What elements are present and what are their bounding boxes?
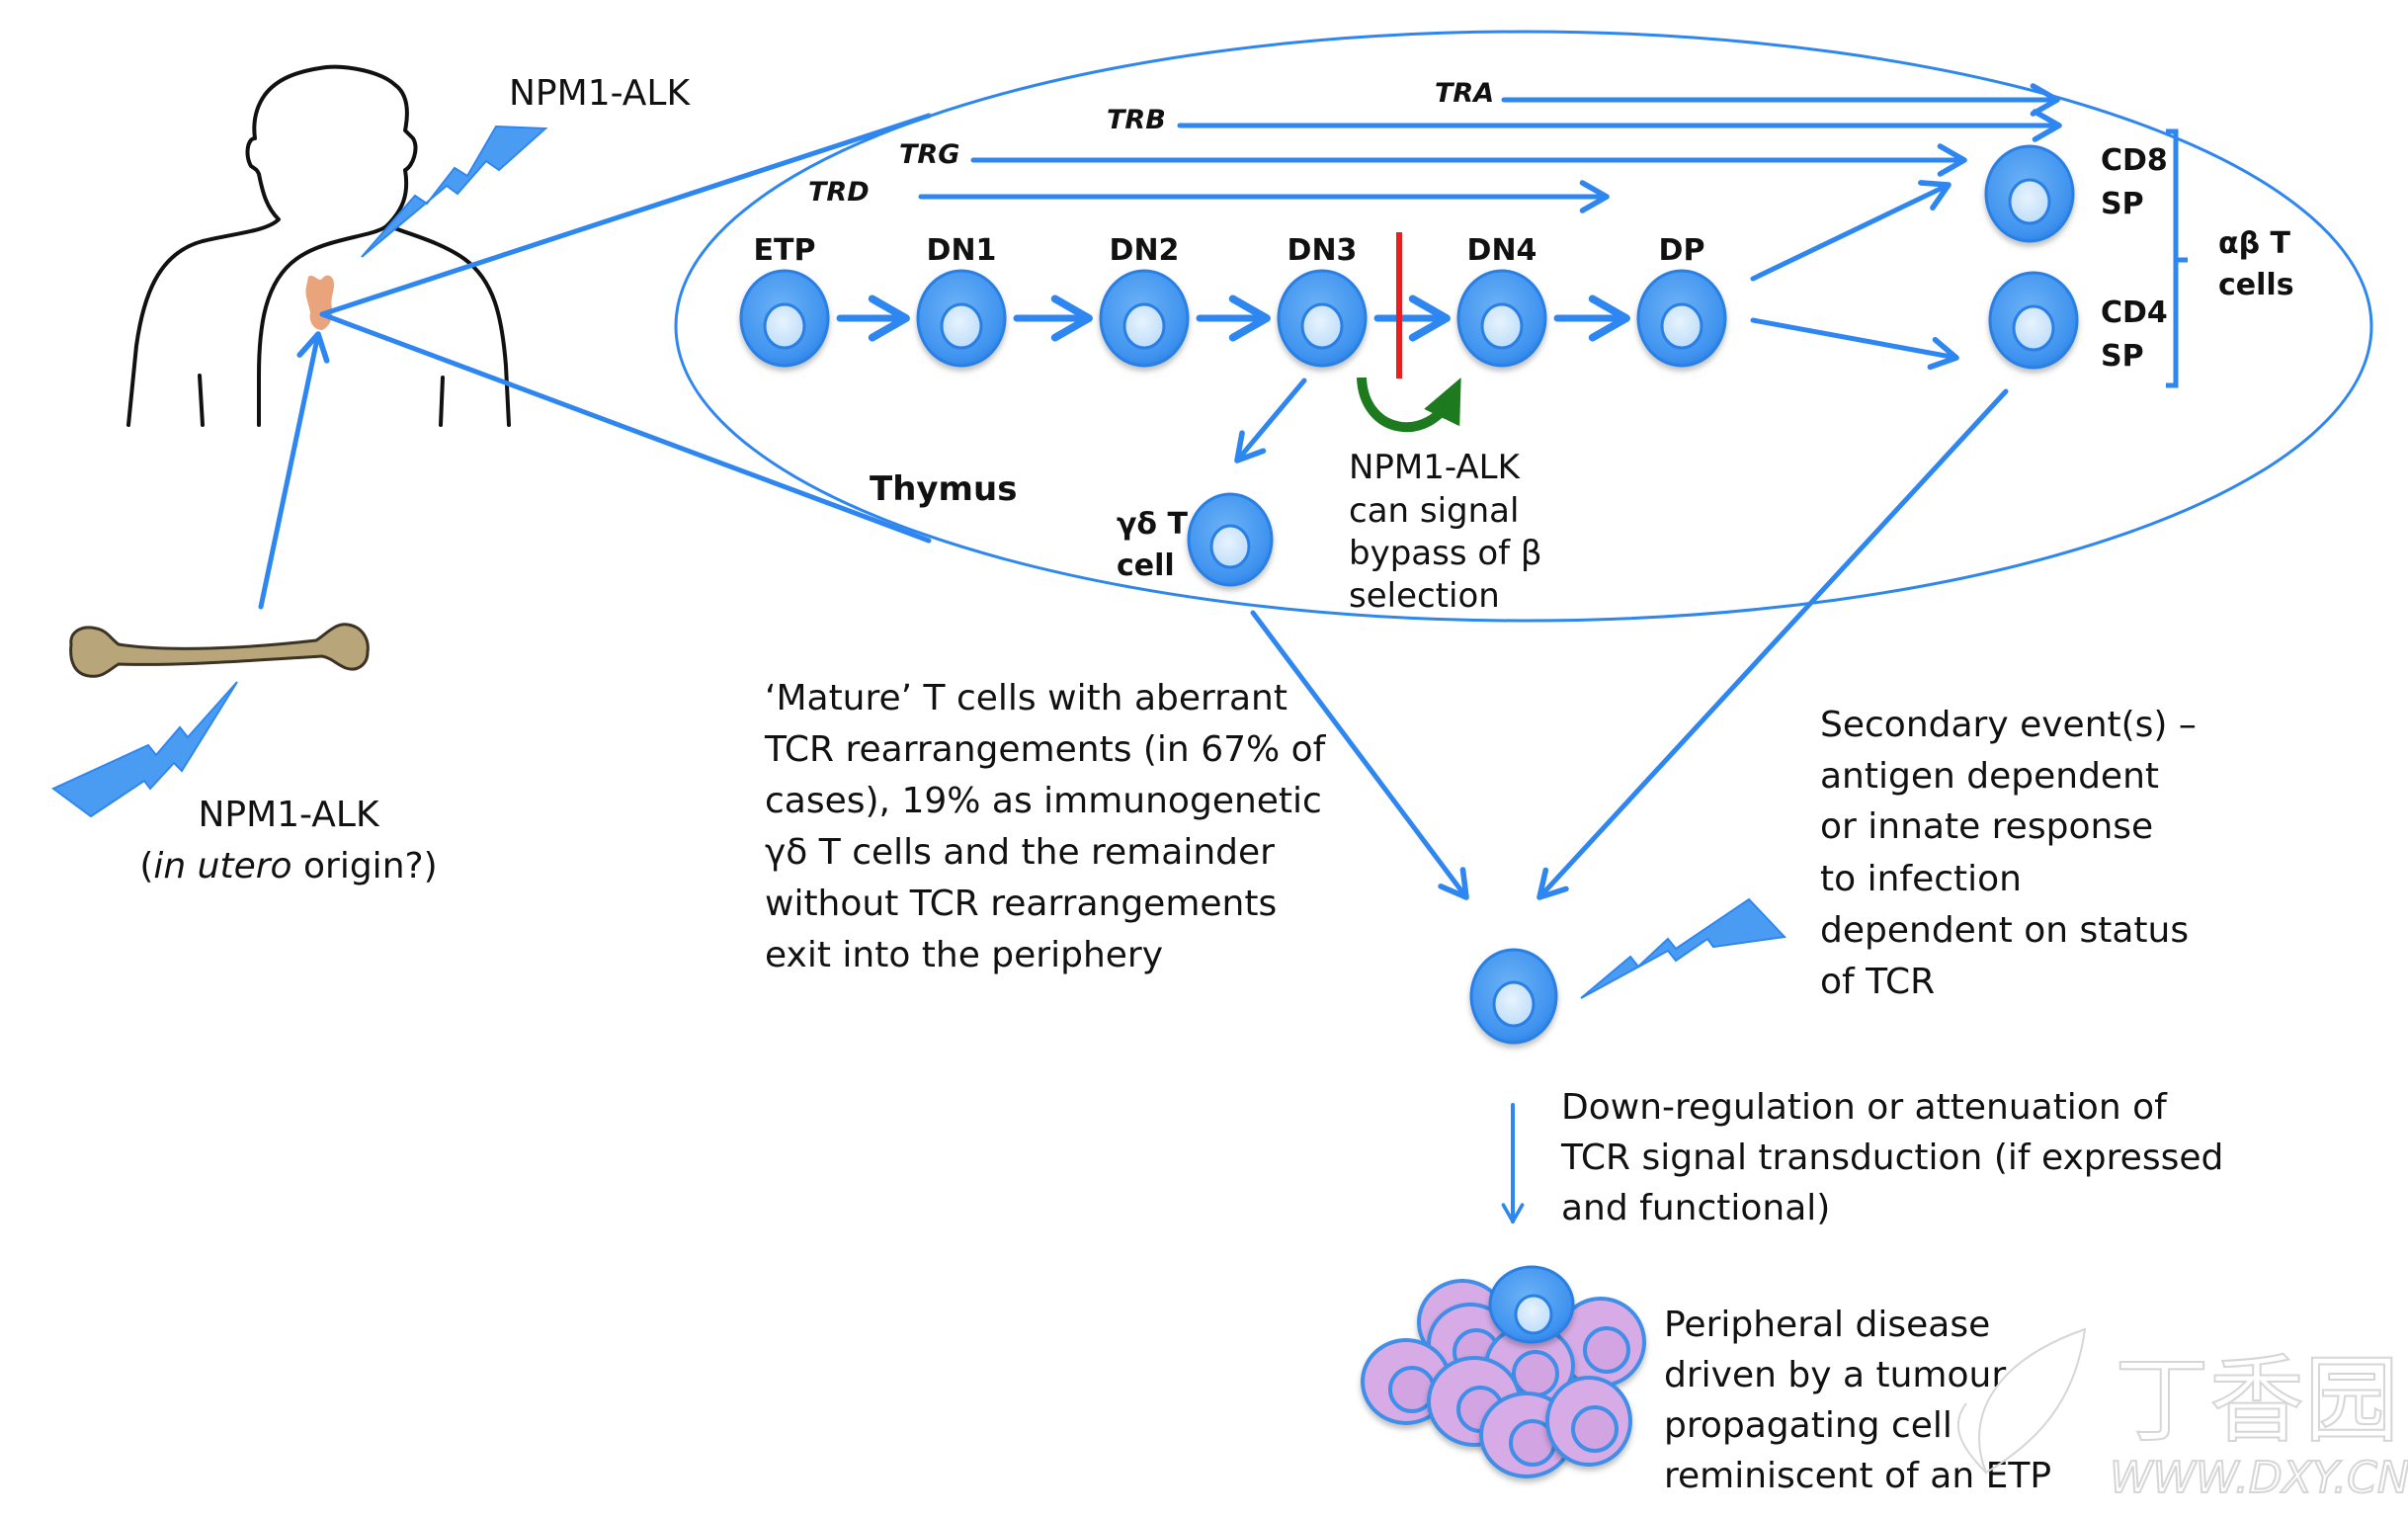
peripheral-disease-note: Peripheral disease driven by a tumour pr… — [1664, 1305, 2051, 1496]
ab-t-cells-label-line2: cells — [2218, 268, 2294, 302]
ab-t-cells-label-line1: αβ T — [2218, 226, 2291, 261]
stage-label-dn4: DN4 — [1467, 233, 1537, 268]
gd-cell-label-line2: cell — [1117, 548, 1175, 583]
stage-label-etp: ETP — [754, 233, 816, 268]
stage-cell-dp — [1636, 269, 1727, 368]
svg-text:to infection: to infection — [1820, 859, 2022, 899]
stage-cell-dn4 — [1456, 269, 1547, 368]
cd8-sp-cell — [1984, 144, 2075, 243]
svg-text:bypass of β: bypass of β — [1349, 534, 1542, 573]
gene-label-trd: TRD — [808, 177, 870, 208]
stage-cell-dn3 — [1277, 269, 1368, 368]
peripheral-t-cell — [1469, 948, 1558, 1045]
gene-label-trg: TRG — [899, 139, 959, 170]
svg-text:TCR signal transduction (if ex: TCR signal transduction (if expressed — [1560, 1138, 2223, 1178]
svg-text:without TCR rearrangements: without TCR rearrangements — [765, 884, 1277, 924]
tumour-propagating-cell — [1488, 1265, 1575, 1344]
bone-to-thymus-arrow — [258, 331, 330, 610]
svg-text:Peripheral disease: Peripheral disease — [1664, 1305, 1990, 1345]
svg-text:丁香园: 丁香园 — [2115, 1345, 2399, 1456]
cd8-label: CD8 — [2101, 143, 2168, 178]
gene-label-tra: TRA — [1435, 78, 1494, 109]
svg-text:reminiscent of an ETP: reminiscent of an ETP — [1664, 1456, 2051, 1496]
lightning-bolt-icon — [1580, 897, 1787, 999]
bypass-note: NPM1-ALK can signal bypass of β selectio… — [1349, 448, 1542, 616]
svg-text:Down-regulation or attenuation: Down-regulation or attenuation of — [1561, 1087, 2168, 1128]
thymus-label: Thymus — [870, 469, 1017, 509]
svg-text:can signal: can signal — [1349, 491, 1519, 531]
svg-text:‘Mature’ T cells with aberrant: ‘Mature’ T cells with aberrant — [765, 678, 1287, 718]
downregulation-note: Down-regulation or attenuation of TCR si… — [1560, 1087, 2223, 1228]
cd4-label: CD4 — [2101, 295, 2168, 330]
stage-cell-dn1 — [916, 269, 1007, 368]
gene-label-trb: TRB — [1107, 105, 1166, 135]
zoom-line-lower — [319, 311, 932, 544]
tumour-cell — [1555, 1297, 1646, 1388]
lightning-bolt-icon — [51, 681, 238, 818]
svg-text:NPM1-ALK: NPM1-ALK — [1349, 448, 1522, 487]
dp-to-cd4-arrow — [1750, 317, 1959, 371]
svg-text:Secondary event(s) –: Secondary event(s) – — [1820, 705, 2197, 745]
in-utero-origin-label: (in utero origin?) — [139, 846, 437, 886]
svg-text:propagating cell: propagating cell — [1664, 1405, 1952, 1446]
ab-t-cell-bracket — [2166, 128, 2188, 388]
secondary-events-note: Secondary event(s) – antigen dependent o… — [1820, 705, 2197, 1002]
svg-text:and functional): and functional) — [1561, 1188, 1830, 1228]
dp-to-cd8-arrow — [1750, 180, 1951, 282]
dn3-to-gd-arrow — [1234, 378, 1307, 464]
npm1-alk-top-label: NPM1-ALK — [509, 73, 691, 114]
thymus-ellipse — [674, 30, 2373, 623]
stage-label-dn1: DN1 — [927, 233, 997, 268]
svg-text:WWW.DXY.CN: WWW.DXY.CN — [2110, 1453, 2408, 1503]
watermark: 丁香园 WWW.DXY.CN — [1956, 1327, 2408, 1504]
bone-femur-icon — [69, 623, 370, 678]
gd-to-periphery-arrow — [1250, 610, 1469, 900]
bypass-arrow-icon — [1357, 377, 1461, 433]
gd-t-cell — [1187, 492, 1274, 587]
stage-cell-etp — [739, 269, 830, 368]
npm1-alk-bone-label: NPM1-ALK — [198, 795, 379, 835]
tumour-cell — [1545, 1376, 1632, 1467]
svg-text:dependent on status: dependent on status — [1820, 910, 2189, 951]
cd4-to-periphery-arrow — [1536, 388, 2009, 900]
stage-cell-dn2 — [1099, 269, 1190, 368]
stage-label-dn2: DN2 — [1110, 233, 1180, 268]
watermark-leaf-icon — [1956, 1327, 2087, 1475]
stage-label-dn3: DN3 — [1287, 233, 1358, 268]
cd4-sp-label: SP — [2101, 339, 2144, 374]
svg-text:cases), 19% as immunogenetic: cases), 19% as immunogenetic — [765, 781, 1322, 821]
svg-text:selection: selection — [1349, 576, 1500, 616]
svg-text:or innate response: or innate response — [1820, 806, 2153, 847]
stage-label-dp: DP — [1659, 233, 1705, 268]
svg-text:exit into the periphery: exit into the periphery — [765, 935, 1163, 975]
svg-text:driven by a tumour: driven by a tumour — [1664, 1355, 2006, 1395]
cd4-sp-cell — [1988, 271, 2079, 370]
cd8-sp-label: SP — [2101, 187, 2144, 221]
svg-text:antigen dependent: antigen dependent — [1820, 756, 2159, 797]
human-silhouette-icon — [126, 64, 511, 427]
thymus-organ-icon — [305, 275, 334, 330]
svg-text:of TCR: of TCR — [1820, 962, 1935, 1002]
mature-t-cells-note: ‘Mature’ T cells with aberrant TCR rearr… — [764, 678, 1327, 975]
svg-text:TCR rearrangements (in 67% of: TCR rearrangements (in 67% of — [764, 729, 1327, 770]
zoom-line-upper — [319, 113, 932, 317]
lightning-bolt-icon — [361, 125, 548, 258]
gd-cell-label-line1: γδ T — [1117, 507, 1188, 542]
tumour-cell-cluster — [1361, 1265, 1646, 1478]
svg-text:γδ T cells and the remainder: γδ T cells and the remainder — [765, 832, 1275, 873]
